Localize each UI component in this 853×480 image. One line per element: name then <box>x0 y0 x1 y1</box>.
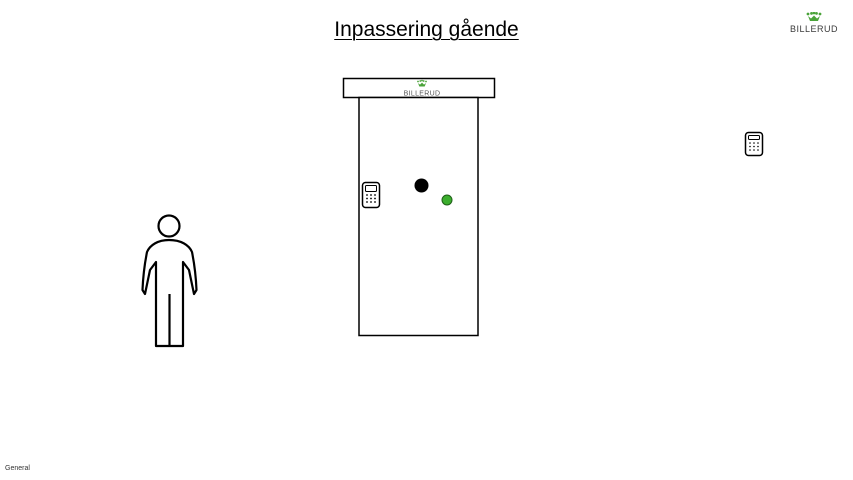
door-sign-text: BILLERUD <box>404 91 441 98</box>
classification-label: General <box>5 465 30 472</box>
person-outline-icon <box>141 214 198 348</box>
door[interactable] <box>358 96 479 337</box>
billerud-logo-text: BILLERUD <box>789 24 838 34</box>
card-reader-keypad-icon[interactable] <box>361 181 381 209</box>
billerud-logo: BILLERUD <box>784 12 844 38</box>
slide-title: Inpassering gående <box>334 18 519 41</box>
green-status-light-icon <box>441 194 453 206</box>
card-reader-keypad-icon[interactable] <box>744 131 764 157</box>
door-sign: BILLERUD <box>342 77 496 99</box>
door-knob-icon[interactable] <box>414 178 429 193</box>
door-sign-crown-icon <box>417 79 427 87</box>
crown-logo-icon <box>806 12 822 21</box>
